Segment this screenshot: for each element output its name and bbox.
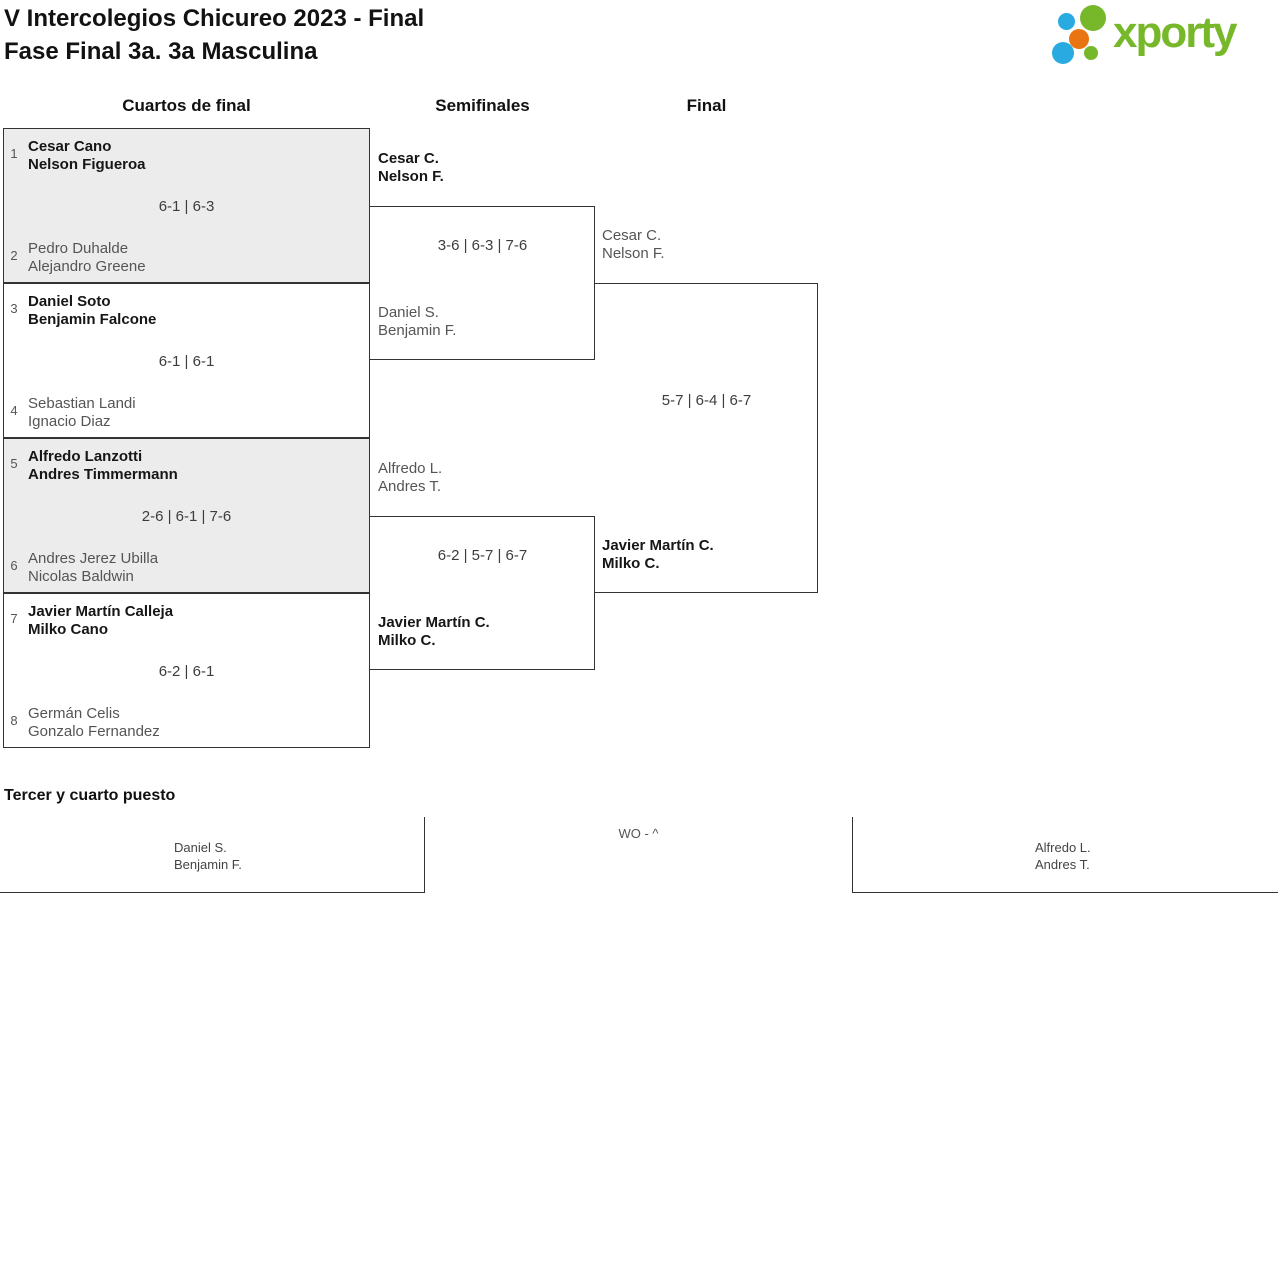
player-name: Alfredo L. [378, 460, 443, 477]
page-title: V Intercolegios Chicureo 2023 - Final Fa… [4, 2, 424, 68]
quarterfinal-4-match-box: 7 Javier Martín Calleja Milko Cano 6-2 |… [3, 593, 370, 748]
xporty-logo: xporty [1045, 0, 1277, 75]
seed-number: 5 [10, 456, 18, 471]
player-name: Andres T. [1035, 857, 1090, 872]
qf2-score: 6-1 | 6-1 [158, 353, 215, 370]
third-place-title: Tercer y cuarto puesto [4, 787, 176, 804]
quarterfinal-2-match-box: 3 Daniel Soto Benjamin Falcone 6-1 | 6-1… [3, 283, 370, 438]
player-name: Andres T. [378, 478, 442, 495]
player-name: Ignacio Diaz [28, 413, 111, 430]
third-place-team2-box [852, 817, 1278, 893]
logo-dot-icon [1058, 13, 1075, 30]
player-name: Daniel S. [174, 840, 227, 855]
quarterfinal-3-match-box: 5 Alfredo Lanzotti Andres Timmermann 2-6… [3, 438, 370, 593]
semifinal-2-match-box [370, 516, 595, 670]
qf4-score: 6-2 | 6-1 [158, 663, 215, 680]
sf2-score: 6-2 | 5-7 | 6-7 [437, 547, 528, 564]
player-name: Andres Timmermann [28, 466, 178, 483]
logo-dot-icon [1052, 42, 1074, 64]
player-name: Cesar C. [602, 227, 662, 244]
player-name: Cesar Cano [28, 138, 112, 155]
column-header-final: Final [686, 96, 727, 115]
logo-dot-icon [1084, 46, 1098, 60]
player-name: Alfredo Lanzotti [28, 448, 143, 465]
seed-number: 1 [10, 146, 18, 161]
qf3-team2: Andres Jerez Ubilla Nicolas Baldwin [28, 550, 158, 586]
player-name: Javier Martín C. [602, 537, 714, 554]
final-team1: Cesar C. Nelson F. [602, 227, 665, 263]
page-title-line1: V Intercolegios Chicureo 2023 - Final [4, 5, 425, 32]
player-name: Benjamin F. [378, 322, 457, 339]
seed-number: 4 [10, 403, 18, 418]
player-name: Benjamin F. [174, 857, 242, 872]
sf1-score: 3-6 | 6-3 | 7-6 [437, 237, 528, 254]
player-name: Daniel S. [378, 304, 439, 321]
player-name: Pedro Duhalde [28, 240, 129, 257]
player-name: Cesar C. [378, 150, 439, 167]
seed-number: 3 [10, 301, 18, 316]
player-name: Javier Martín Calleja [28, 603, 174, 620]
player-name: Milko C. [378, 632, 436, 649]
logo-dot-icon [1069, 29, 1089, 49]
player-name: Benjamin Falcone [28, 311, 157, 328]
third-place-team1: Daniel S. Benjamin F. [174, 839, 242, 873]
player-name: Nelson Figueroa [28, 156, 146, 173]
page-title-line2: Fase Final 3a. 3a Masculina [4, 38, 318, 65]
qf4-team2: Germán Celis Gonzalo Fernandez [28, 705, 160, 741]
player-name: Sebastian Landi [28, 395, 136, 412]
sf1-team1: Cesar C. Nelson F. [378, 150, 444, 186]
column-header-semifinals: Semifinales [435, 96, 530, 115]
player-name: Nelson F. [602, 245, 665, 262]
player-name: Milko Cano [28, 621, 109, 638]
qf3-team1: Alfredo Lanzotti Andres Timmermann [28, 448, 178, 484]
seed-number: 6 [10, 558, 18, 573]
qf1-score: 6-1 | 6-3 [158, 198, 215, 215]
final-team2: Javier Martín C. Milko C. [602, 537, 714, 573]
third-place-score: WO - ^ [618, 826, 659, 841]
third-place-team1-box [0, 817, 425, 893]
player-name: Daniel Soto [28, 293, 111, 310]
player-name: Nicolas Baldwin [28, 568, 134, 585]
seed-number: 2 [10, 248, 18, 263]
player-name: Gonzalo Fernandez [28, 723, 160, 740]
logo-dot-icon [1080, 5, 1106, 31]
player-name: Nelson F. [378, 168, 444, 185]
seed-number: 7 [10, 611, 18, 626]
logo-wordmark: xporty [1113, 8, 1237, 57]
qf1-team2: Pedro Duhalde Alejandro Greene [28, 240, 146, 276]
player-name: Milko C. [602, 555, 660, 572]
third-place-team2: Alfredo L. Andres T. [1035, 839, 1091, 873]
player-name: Javier Martín C. [378, 614, 490, 631]
qf1-team1: Cesar Cano Nelson Figueroa [28, 138, 146, 174]
final-match-box [595, 283, 818, 593]
player-name: Andres Jerez Ubilla [28, 550, 159, 567]
column-header-quarterfinals: Cuartos de final [122, 96, 251, 115]
qf2-team2: Sebastian Landi Ignacio Diaz [28, 395, 136, 431]
qf3-score: 2-6 | 6-1 | 7-6 [141, 508, 232, 525]
player-name: Germán Celis [28, 705, 120, 722]
sf1-team2: Daniel S. Benjamin F. [378, 304, 456, 340]
qf2-team1: Daniel Soto Benjamin Falcone [28, 293, 156, 329]
semifinal-1-match-box [370, 206, 595, 360]
sf2-team1: Alfredo L. Andres T. [378, 460, 442, 496]
seed-number: 8 [10, 713, 18, 728]
player-name: Alfredo L. [1035, 840, 1091, 855]
quarterfinal-1-match-box: 1 Cesar Cano Nelson Figueroa 6-1 | 6-3 2… [3, 128, 370, 283]
qf4-team1: Javier Martín Calleja Milko Cano [28, 603, 173, 639]
sf2-team2: Javier Martín C. Milko C. [378, 614, 490, 650]
final-score: 5-7 | 6-4 | 6-7 [661, 392, 752, 409]
player-name: Alejandro Greene [28, 258, 146, 275]
